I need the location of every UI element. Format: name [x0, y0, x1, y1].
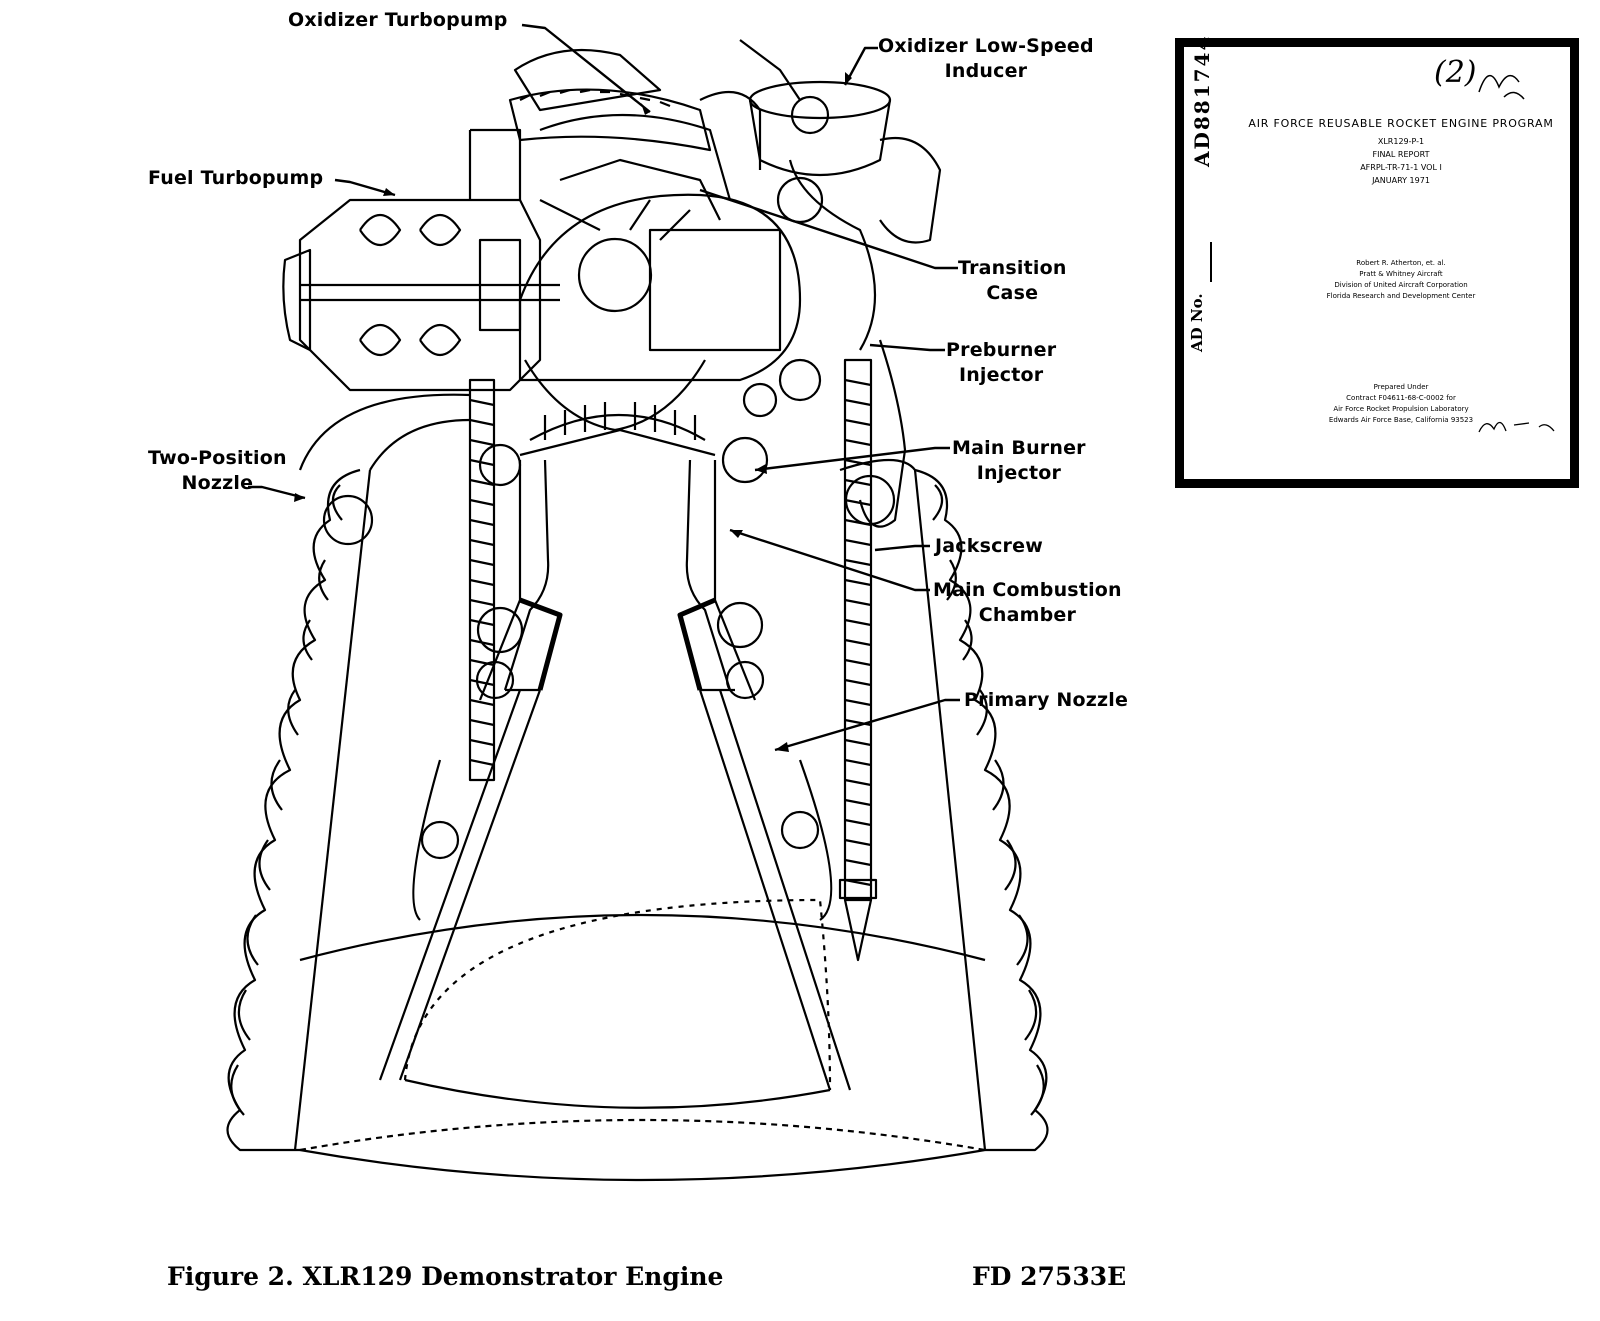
leader-transition-case: [699, 188, 958, 270]
report-type: FINAL REPORT: [1372, 150, 1430, 159]
handwritten-scribble: [1478, 74, 1525, 100]
leader-arrowheads: [294, 72, 852, 752]
accession-number: AD881744: [1190, 34, 1214, 167]
oxidizer-turbopump-shape: [508, 39, 801, 170]
leader-main-burner-injector: [754, 446, 950, 472]
transition-case-shape: [518, 113, 802, 432]
laboratory: Air Force Rocket Propulsion Laboratory: [1333, 405, 1469, 413]
handwritten-mark: (2): [1434, 55, 1477, 90]
leader-main-combustion-chamber: [729, 528, 930, 592]
label-oxidizer-turbopump: Oxidizer Turbopump: [288, 9, 508, 31]
label-fuel-turbopump: Fuel Turbopump: [148, 167, 324, 189]
program-title: AIR FORCE REUSABLE ROCKET ENGINE PROGRAM: [1248, 117, 1554, 130]
label-jackscrew: Jackscrew: [935, 535, 1043, 557]
leader-primary-nozzle: [774, 698, 960, 752]
company: Pratt & Whitney Aircraft: [1359, 270, 1443, 278]
two-position-nozzle-shape: [226, 393, 1049, 1182]
leader-two-position-nozzle: [248, 485, 306, 500]
prepared-under: Prepared Under: [1373, 383, 1429, 391]
jackscrew-shape: [468, 358, 878, 962]
oxidizer-inducer-shape: [742, 80, 942, 528]
handwritten-initials: [1478, 421, 1555, 433]
base: Edwards Air Force Base, California 93523: [1328, 416, 1474, 424]
leader-preburner-injector: [869, 343, 945, 352]
main-burner-injector-shape: [478, 402, 769, 487]
main-combustion-chamber-shape: [475, 459, 765, 701]
leader-oxidizer-turbopump: [521, 23, 651, 113]
author: Robert R. Atherton, et. al.: [1356, 259, 1446, 267]
division: Division of United Aircraft Corporation: [1334, 281, 1468, 289]
label-primary-nozzle: Primary Nozzle: [964, 689, 1129, 711]
leader-fuel-turbopump: [334, 178, 396, 197]
report-date: JANUARY 1971: [1372, 176, 1430, 185]
figure-caption: Figure 2. XLR129 Demonstrator Engine: [167, 1262, 724, 1291]
figure-code: FD 27533E: [972, 1262, 1127, 1291]
leader-jackscrew: [874, 544, 930, 552]
fuel-turbopump-shape: [282, 128, 560, 392]
designation: XLR129-P-1: [1377, 137, 1425, 146]
report-cover-inset: AD881744 AD No. (2) AIR FORCE REUSABLE R…: [1175, 34, 1579, 488]
contract: Contract F04611-68-C-0002 for: [1346, 394, 1456, 402]
ad-number-stamp: AD No.: [1188, 293, 1206, 352]
report-number: AFRPL-TR-71-1 VOL I: [1360, 163, 1442, 172]
leader-lines: [248, 23, 960, 752]
center: Florida Research and Development Center: [1326, 292, 1476, 300]
primary-nozzle-shape: [299, 689, 986, 1109]
stamp-rule: [1210, 242, 1212, 282]
leader-oxidizer-inducer: [843, 46, 878, 86]
